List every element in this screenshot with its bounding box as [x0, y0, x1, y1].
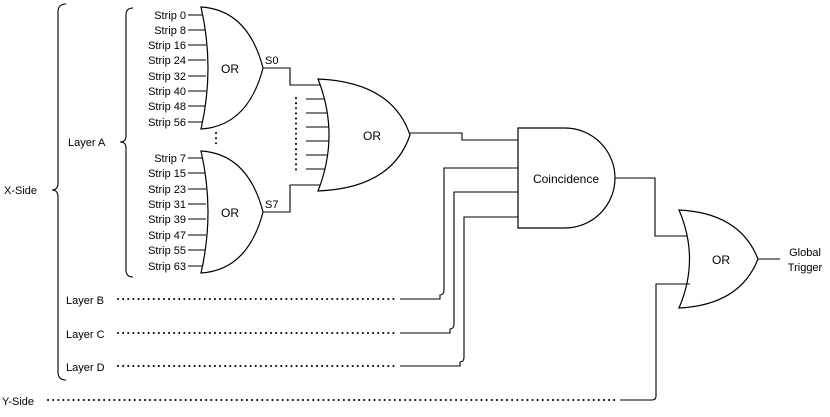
- strip-label: Strip 55: [148, 245, 186, 257]
- strip-label: Strip 15: [148, 168, 186, 180]
- or-gate-final-label: OR: [712, 253, 730, 267]
- strip-label: Strip 40: [148, 86, 186, 98]
- or-gate-mid: [317, 78, 411, 192]
- x-side-brace: [51, 3, 67, 381]
- x-side-label: X-Side: [4, 185, 37, 197]
- strip-label: Strip 16: [148, 40, 186, 52]
- y-side-wire: [620, 283, 690, 401]
- s0-label: S0: [265, 55, 278, 67]
- strip-label: Strip 8: [154, 25, 186, 37]
- coincidence-gate: [517, 127, 616, 229]
- layer-b-wire: [400, 167, 518, 300]
- layer-b-label: Layer B: [66, 295, 104, 307]
- global-trigger-label-2: Trigger: [788, 262, 823, 274]
- strip-label: Strip 47: [148, 230, 186, 242]
- y-side-label: Y-Side: [2, 396, 34, 408]
- layer-c-wire: [400, 191, 518, 334]
- strip-label: Strip 48: [148, 101, 186, 113]
- or-gate-final: [678, 209, 759, 309]
- or-gate-bottom: [200, 150, 264, 274]
- layer-a-label: Layer A: [68, 137, 106, 149]
- strip-label: Strip 7: [154, 153, 186, 165]
- layer-d-label: Layer D: [66, 362, 105, 374]
- or-gate-top-label: OR: [221, 62, 239, 76]
- global-trigger-label-1: Global: [789, 247, 821, 259]
- mid-or-inputs: [306, 98, 336, 170]
- s0-wire: [263, 67, 330, 86]
- coincidence-output-wire: [615, 177, 690, 237]
- strip-label: Strip 24: [148, 55, 186, 67]
- or-gate-mid-label: OR: [363, 129, 381, 143]
- strip-label: Strip 23: [148, 184, 186, 196]
- layer-a-brace: [119, 7, 134, 278]
- strip-label: Strip 56: [148, 117, 186, 129]
- or-gate-top: [200, 6, 264, 130]
- strip-label: Strip 63: [148, 261, 186, 273]
- s7-label: S7: [265, 199, 278, 211]
- mid-or-output-wire: [410, 132, 518, 141]
- or-gate-bottom-label: OR: [221, 206, 239, 220]
- strip-label: Strip 39: [148, 214, 186, 226]
- bottom-or-inputs: Strip 7 Strip 15 Strip 23 Strip 31 Strip…: [148, 153, 206, 273]
- strip-label: Strip 31: [148, 199, 186, 211]
- layer-d-wire: [400, 216, 518, 367]
- top-or-inputs: Strip 0 Strip 8 Strip 16 Strip 24 Strip …: [148, 10, 206, 129]
- strip-label: Strip 0: [154, 10, 186, 22]
- strip-label: Strip 32: [148, 71, 186, 83]
- s7-wire: [263, 184, 330, 213]
- coincidence-gate-label: Coincidence: [533, 172, 599, 186]
- layer-c-label: Layer C: [66, 329, 105, 341]
